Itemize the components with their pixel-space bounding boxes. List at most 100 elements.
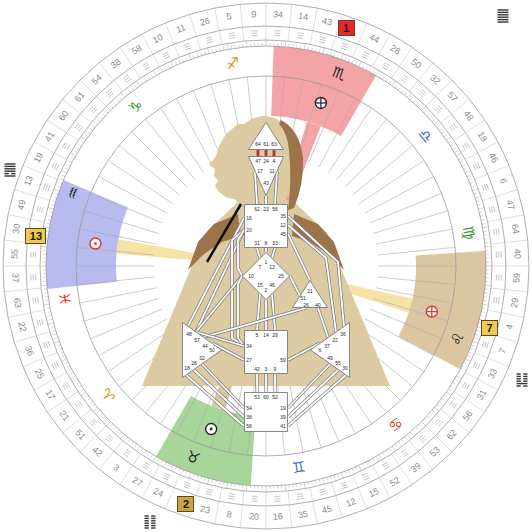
gate-number: 8 [265,241,268,246]
degree-tick [432,410,434,412]
channel-fill [256,374,258,392]
ring-divider [240,491,244,528]
degree-tick [379,455,381,458]
channel-fill [255,172,257,204]
gate-ring-number: 54 [90,73,103,86]
hexagram-line [341,48,347,50]
gate-ring-number: 5 [226,12,232,22]
degree-tick [281,485,282,488]
degree-tick [148,453,150,456]
degree-tick [471,186,474,187]
zodiac-sign: ♓ [55,291,72,307]
hexagram-line [252,33,258,34]
degree-tick [432,120,434,122]
degree-tick [457,153,462,156]
hexagram-line [126,449,131,453]
hexagram-icon [449,401,456,409]
activation-band [46,180,128,289]
center-shape [249,123,284,150]
degree-tick [182,470,183,473]
degree-tick [93,404,95,406]
hexagram-line [46,185,48,191]
hexagram-line [464,383,467,388]
degree-tick [98,120,100,122]
zodiac-sign: ♋ [386,415,406,435]
center-shape [311,323,350,378]
ring-divider [240,4,244,41]
center-shape [245,393,288,432]
gate-number: 7 [259,265,262,270]
degree-tick [179,469,180,472]
degree-tick [392,446,395,451]
energy-center: 21512640 [292,280,328,308]
degree-tick [486,277,489,278]
hexagram-line [144,464,149,467]
degree-tick [359,61,362,66]
degree-tick [161,460,162,463]
gate-ring-number: 16 [273,512,283,521]
hexagram-line [297,493,303,495]
degree-tick [114,103,116,105]
degree-tick [242,44,243,47]
ring-divider [3,266,40,267]
channel-connector [275,374,276,392]
gate-number: 28 [191,361,197,366]
degree-tick [410,432,412,434]
degree-tick [182,59,183,62]
hexagram-line [142,63,147,66]
gate-number: 32 [199,356,205,361]
gate-number: 44 [202,344,208,349]
gate-ring-number: 57 [446,90,459,103]
degree-tick [266,40,267,46]
gate-number: 35 [280,214,286,219]
degree-tick [48,208,54,210]
degree-tick [401,90,403,92]
gate-ring-number: 21 [57,409,70,422]
center-shape [243,253,290,300]
hexagram-line [39,206,40,212]
hexagram-line [523,373,527,374]
hexagram-line [475,363,478,368]
hexagram-line [206,37,212,38]
degree-tick [59,182,62,183]
gate-ring-number: 28 [389,44,402,57]
hexagram-icon [274,496,280,501]
degree-tick [269,43,270,46]
degree-tick [355,62,356,65]
degree-tick [465,359,470,362]
body-silhouette [142,116,390,386]
channel-fill [273,150,275,156]
hexagram-icon [142,462,150,469]
gate-number: 54 [246,406,252,411]
degree-tick [88,398,90,400]
degree-tick [44,281,47,282]
energy-center: 7113102515246 [242,252,290,300]
degree-tick [93,121,98,125]
gate-ring-number: 6 [498,177,508,185]
hexagram-line [145,518,149,519]
channel-fill [186,375,244,426]
hexagram-icon [52,362,59,369]
degree-tick [121,435,125,440]
degree-tick [86,395,88,397]
hexagram-line [419,93,423,97]
gate-number: 22 [332,338,338,343]
spoke-line [369,193,441,223]
gate-ring-number: 49 [16,199,27,211]
degree-tick [355,467,356,470]
degree-tick [175,62,176,65]
degree-tick [103,114,105,116]
energy-center: 514293427594239 [244,330,288,374]
gate-ring-number: 30 [12,223,22,234]
degree-tick [486,258,489,259]
degree-tick [389,448,391,450]
channel-connector [288,375,346,426]
degree-tick [484,238,487,239]
channel-fill [265,300,267,330]
degree-tick [67,165,70,166]
degree-tick [292,484,293,487]
degree-tick [485,285,491,287]
ring-circle [26,26,506,506]
hexagram-icon [206,489,213,495]
gate-ring-number: 55 [10,248,19,258]
